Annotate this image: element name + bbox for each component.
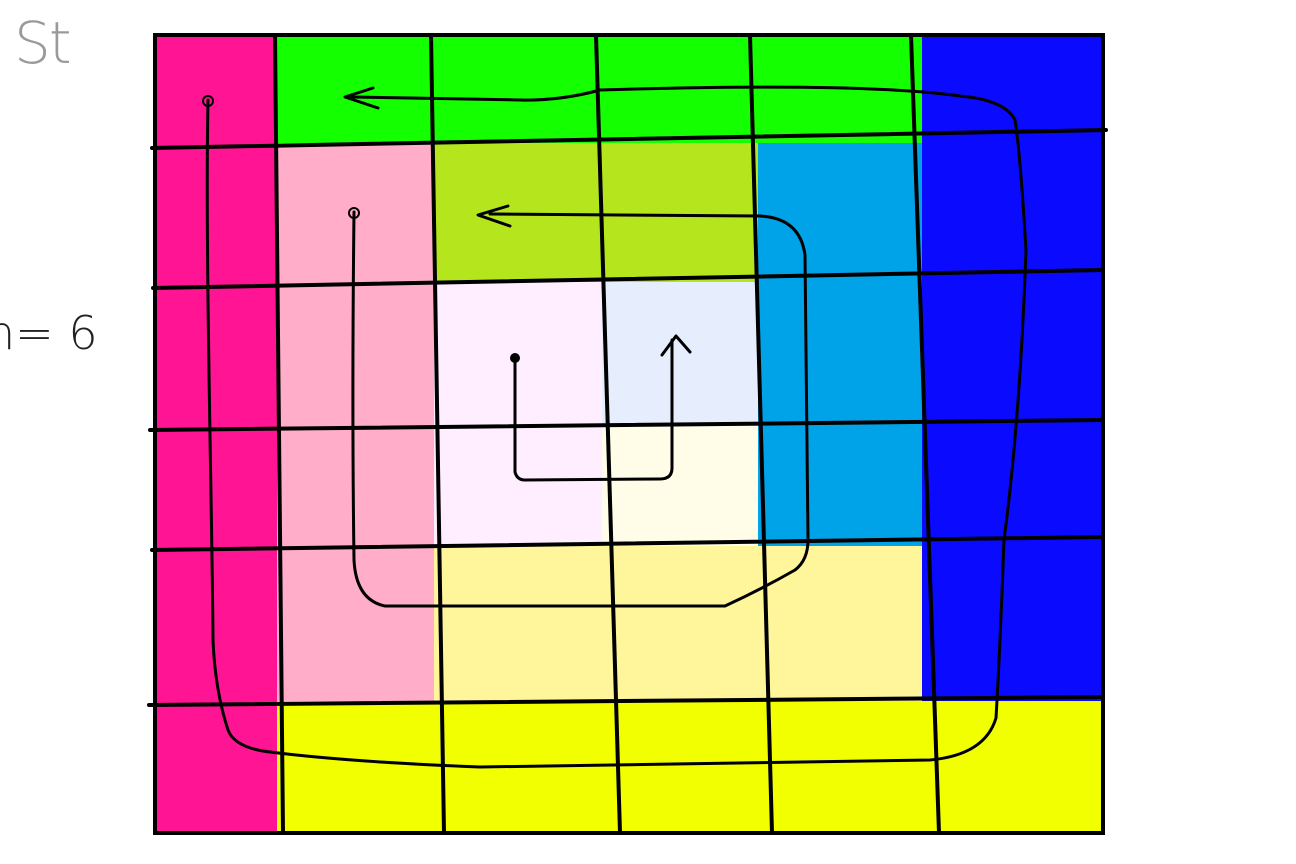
grid-cell-r2-c4	[602, 143, 758, 282]
grid-size-label: n= 6	[0, 306, 98, 360]
grid-border	[153, 33, 1105, 835]
grid-col-line-2	[429, 33, 446, 835]
grid-cell-r1-c6	[922, 35, 1103, 143]
outer-arrow-head	[343, 86, 380, 110]
grid-row-line-5	[147, 695, 1105, 707]
grid-cell-r3-c5	[758, 282, 922, 426]
grid-cell-r6-c4	[602, 701, 758, 833]
corner-label: St	[14, 9, 72, 77]
grid-cell-r4-c5	[758, 426, 922, 546]
grid-cell-r2-c2	[277, 143, 434, 282]
grid-cell-r2-c6	[922, 143, 1103, 282]
outer-spiral-path	[205, 85, 1028, 769]
spiral-paths	[205, 85, 1028, 769]
grid-cell-r4-c2	[277, 426, 434, 546]
grid-cell-r4-c6	[922, 426, 1103, 546]
grid-cell-r4-c4	[602, 426, 758, 546]
grid-row-line-1	[150, 128, 1108, 150]
grid-cell-r4-c3	[434, 426, 602, 546]
grid-cell-r3-c2	[277, 282, 434, 426]
grid-col-line-3	[594, 33, 622, 835]
grid-cell-r6-c5	[758, 701, 922, 833]
grid-cell-r5-c3	[434, 546, 602, 701]
grid-col-line-1	[273, 33, 285, 835]
grid-cell-r6-c6	[922, 701, 1103, 833]
grid-cell-r5-c5	[758, 546, 922, 701]
inner-arrow-head	[660, 334, 692, 357]
middle-start-dot	[348, 207, 360, 219]
inner-start-dot	[510, 353, 520, 363]
grid-cell-r1-c1	[155, 35, 277, 143]
grid-cell-r3-c4	[602, 282, 758, 426]
grid-cell-r6-c1	[155, 701, 277, 833]
grid-cell-r1-c2	[277, 35, 434, 143]
start-dots	[202, 95, 520, 363]
grid-cell-r2-c1	[155, 143, 277, 282]
grid-row-line-3	[148, 418, 1105, 432]
grid-row-line-4	[150, 535, 1105, 552]
grid-row-line-2	[151, 268, 1105, 290]
grid-cells	[155, 35, 1103, 833]
middle-arrow-head	[476, 204, 512, 228]
grid-col-line-5	[909, 33, 941, 835]
grid-cell-r3-c1	[155, 282, 277, 426]
middle-spiral-path	[351, 210, 810, 608]
grid-cell-r6-c2	[277, 701, 434, 833]
outer-start-dot	[202, 95, 214, 107]
grid-lines	[147, 33, 1108, 835]
grid-cell-r5-c4	[602, 546, 758, 701]
grid-cell-r3-c6	[922, 282, 1103, 426]
inner-spiral-path	[513, 338, 674, 482]
grid-cell-r1-c3	[434, 35, 602, 143]
grid-cell-r5-c6	[922, 546, 1103, 701]
grid-col-line-4	[748, 33, 774, 835]
grid-cell-r4-c1	[155, 426, 277, 546]
grid-cell-r2-c3	[434, 143, 602, 282]
grid-cell-r2-c5	[758, 143, 922, 282]
